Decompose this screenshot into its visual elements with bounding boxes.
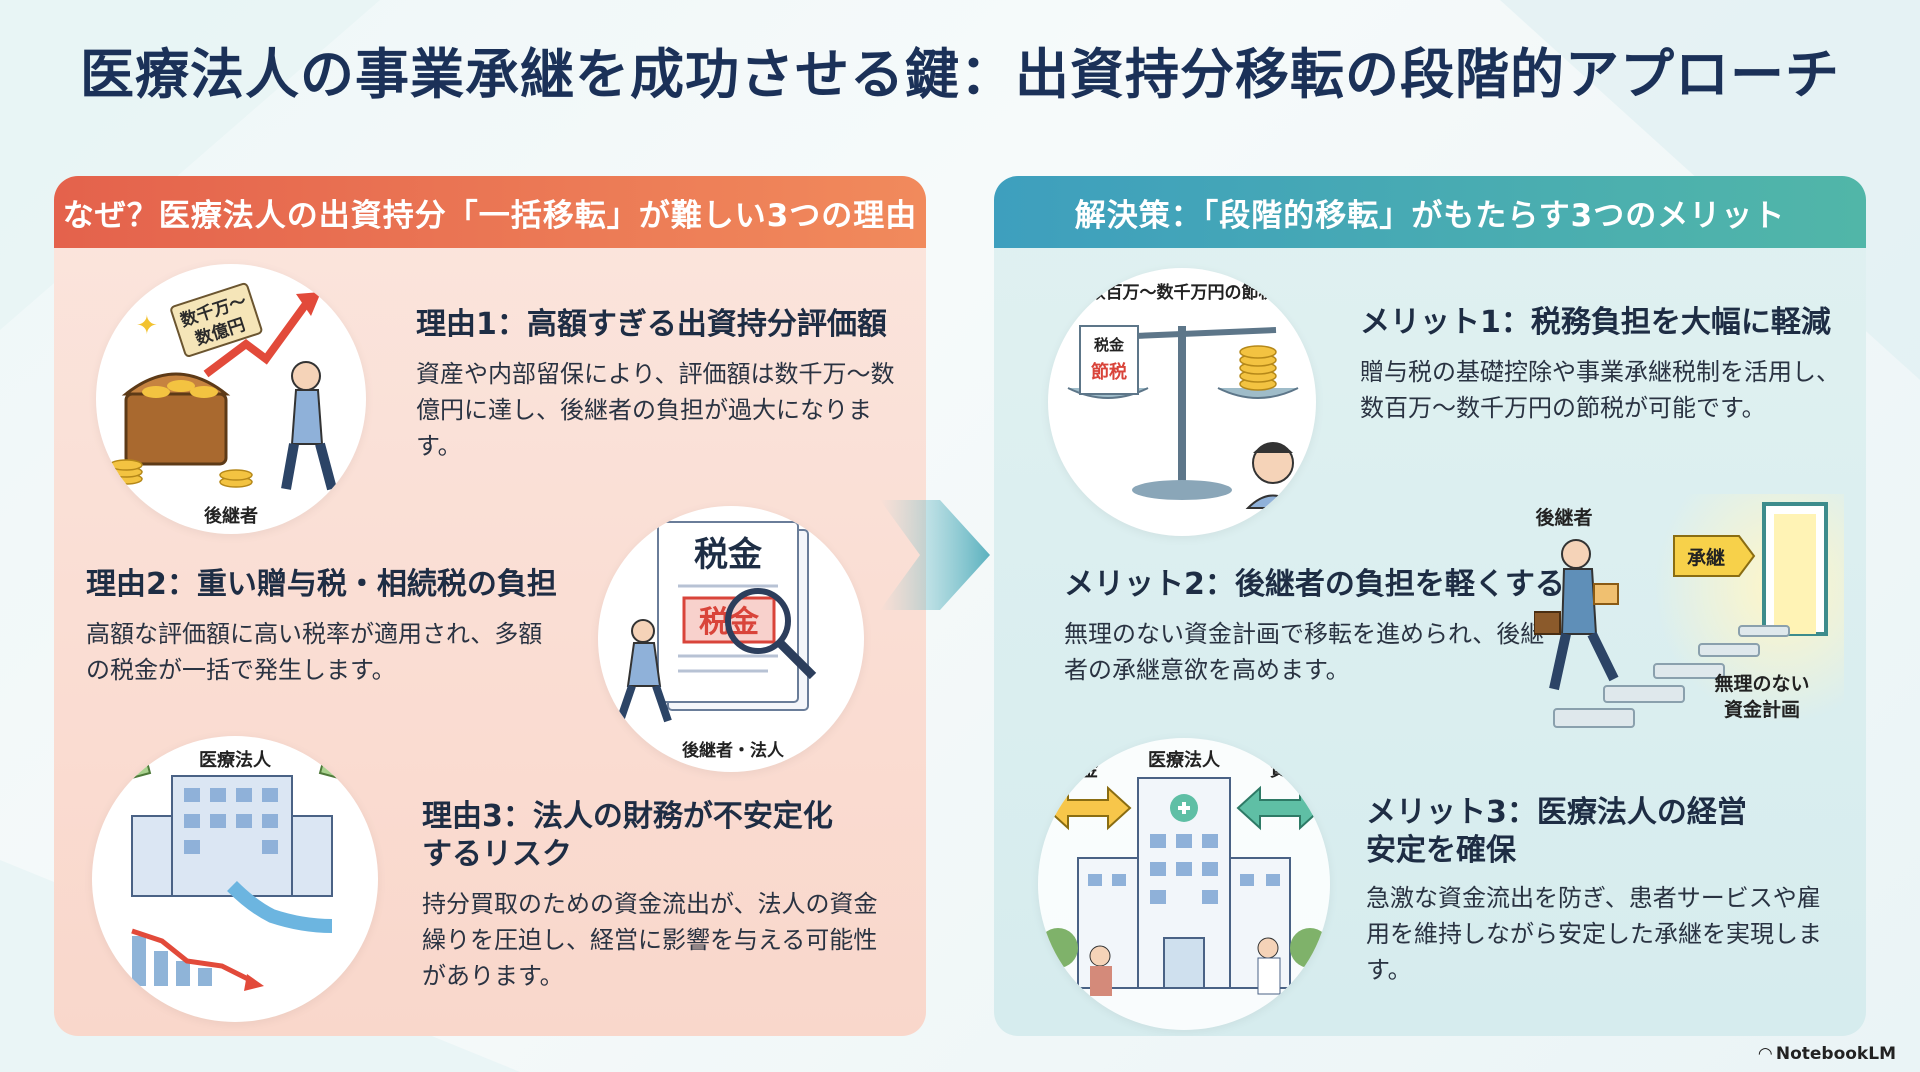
merit-3-title: メリット3：医療法人の経営 安定を確保 <box>1366 794 1747 869</box>
reason-3-title-line-2: するリスク <box>422 836 572 872</box>
successor-corp-label: 後継者・法人 <box>682 740 785 761</box>
transition-arrow-icon <box>880 500 990 610</box>
hospital-decline-icon: 医療法人 <box>108 749 362 991</box>
scale-saving-stamp: 節税 <box>1091 361 1127 383</box>
fund-right-label: 資金 <box>1270 759 1307 781</box>
stairs-successor-label: 後継者 <box>1535 506 1592 529</box>
reason-1-body: 資産や内部留保により、評価額は数千万〜数億円に達し、後継者の負担が過大になります… <box>416 360 895 460</box>
stairs-door-icon: 後継者 承継 無理のない 資金計画 <box>1534 494 1844 728</box>
doc-tax-label: 税金 <box>694 535 763 575</box>
merit-1-title: メリット1：税務負担を大幅に軽減 <box>1360 305 1831 340</box>
page-title: 医療法人の事業承継を成功させる鍵：出資持分移転の段階的アプローチ <box>80 43 1840 106</box>
plan-label-1: 無理のない <box>1714 672 1809 695</box>
scale-illustration: 数百万〜数千万円の節税 税金 節税 <box>1048 268 1316 536</box>
reason-1-title: 理由1：高額すぎる出資持分評価額 <box>416 307 887 342</box>
scale-tax-label: 税金 <box>1094 336 1125 354</box>
reason-3-title: 理由3：法人の財務が不安定化 するリスク <box>422 798 833 873</box>
corp-label: 医療法人 <box>199 749 272 771</box>
plan-label-2: 資金計画 <box>1724 698 1800 721</box>
notebooklm-icon: ◠ <box>1758 1044 1772 1064</box>
scale-icon: 数百万〜数千万円の節税 税金 節税 <box>1067 282 1301 509</box>
fund-left-label: 資金 <box>1062 759 1099 781</box>
svg-text:✦: ✦ <box>136 311 158 341</box>
tax-document-icon: 税金 税金 後継者・法人 <box>616 521 817 761</box>
reason-3-body: 持分買取のための資金流出が、法人の資金繰りを圧迫し、経営に影響を与える可能性があ… <box>422 890 878 990</box>
brand-label: NotebookLM <box>1775 1044 1896 1064</box>
hospital-stable-icon: 医療法人 資金 資金 <box>1038 749 1330 996</box>
treasure-chest-illustration: 数千万〜 数億円 ✦ 後継者 <box>96 264 366 534</box>
hospital-stable-illustration: 医療法人 資金 資金 <box>1038 738 1330 1030</box>
reasons-panel: なぜ？医療法人の出資持分「一括移転」が難しい3つの理由 数千万〜 数億円 ✦ <box>54 176 926 1036</box>
merit-3-body: 急激な資金流出を防ぎ、患者サービスや雇用を維持しながら安定した承継を実現します。 <box>1366 884 1822 984</box>
merit-2-body: 無理のない資金計画で移転を進められ、後継者の承継意欲を高めます。 <box>1064 620 1545 684</box>
merit-3-title-line-2: 安定を確保 <box>1366 832 1516 868</box>
merit-2-title: メリット2：後継者の負担を軽くする <box>1064 567 1565 602</box>
reason-2-body: 高額な評価額に高い税率が適用され、多額の税金が一括で発生します。 <box>86 620 543 684</box>
saving-label: 数百万〜数千万円の節税 <box>1089 282 1276 303</box>
merits-panel: 解決策：「段階的移転」がもたらす3つのメリット 数百万〜数千万円の節税 税金 節… <box>994 176 1866 1036</box>
merit-3-title-line-1: メリット3：医療法人の経営 <box>1366 795 1747 830</box>
merits-header: 解決策：「段階的移転」がもたらす3つのメリット <box>994 176 1866 248</box>
reason-3-title-line-1: 理由3：法人の財務が不安定化 <box>422 799 833 834</box>
brand-logo: ◠NotebookLM <box>1759 1044 1896 1064</box>
merit-1-body: 贈与税の基礎控除や事業承継税制を活用し、数百万〜数千万円の節税が可能です。 <box>1360 358 1840 422</box>
reason-2-title: 理由2：重い贈与税・相続税の負担 <box>86 567 557 602</box>
hospital-decline-illustration: 医療法人 <box>92 736 378 1022</box>
succession-sign: 承継 <box>1687 546 1725 569</box>
tax-document-illustration: 税金 税金 後継者・法人 <box>598 506 864 772</box>
hospital-label: 医療法人 <box>1148 749 1221 771</box>
treasure-chest-icon: 数千万〜 数億円 ✦ 後継者 <box>109 282 337 527</box>
reasons-header: なぜ？医療法人の出資持分「一括移転」が難しい3つの理由 <box>54 176 926 248</box>
successor-label: 後継者 <box>204 505 258 527</box>
